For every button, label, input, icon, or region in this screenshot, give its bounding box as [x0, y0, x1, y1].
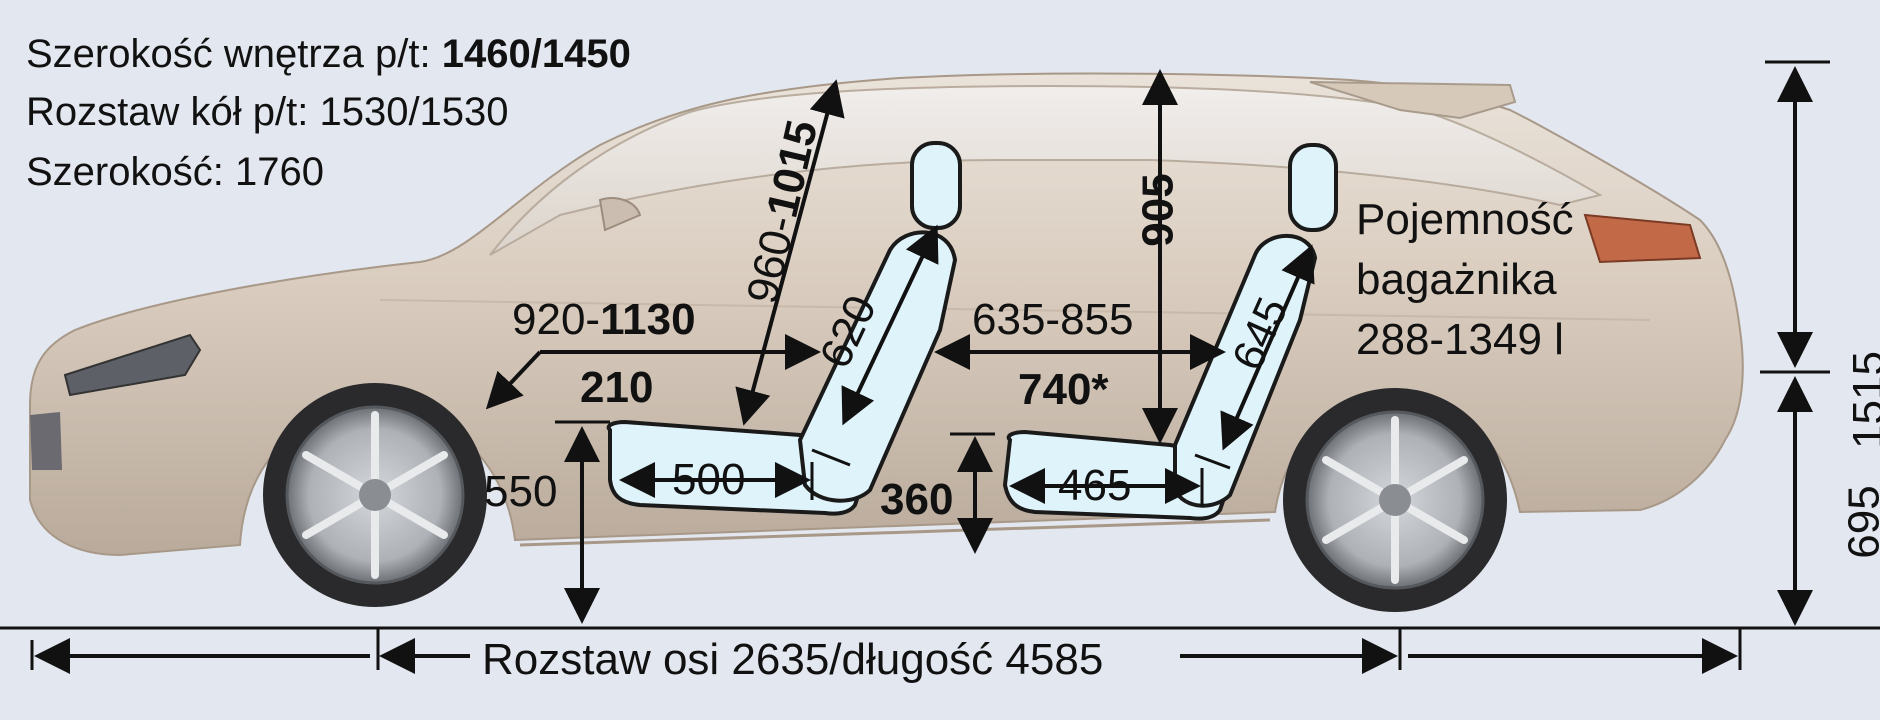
track-line: Rozstaw kół p/t: 1530/1530 — [26, 92, 509, 132]
front-legroom-min: 920- — [512, 295, 601, 344]
interior-width-line: Szerokość wnętrza p/t: 1460/1450 — [26, 34, 631, 74]
total-height: 1515 — [1843, 351, 1880, 449]
rear-cushion-length: 465 — [1058, 461, 1132, 510]
track-label: Rozstaw kół p/t: — [26, 90, 309, 134]
interior-width-label: Szerokość wnętrza p/t: — [26, 32, 431, 76]
rear-headroom: 905 — [1133, 173, 1183, 247]
front-wheel — [263, 383, 487, 607]
rear-legroom-range: 635-855 — [972, 295, 1134, 344]
width-label: Szerokość: — [26, 150, 224, 194]
trunk-line-2: bagażnika — [1356, 255, 1557, 304]
trunk-line-1: Pojemność — [1356, 195, 1574, 244]
rear-seat-height: 360 — [880, 475, 954, 524]
front-legroom-max: 1130 — [600, 295, 696, 344]
wheelbase-length-label: Rozstaw osi 2635/długość 4585 — [482, 635, 1104, 684]
trunk-capacity: 288-1349 l — [1356, 315, 1564, 364]
rear-wheel — [1283, 388, 1507, 612]
width-value: 1760 — [234, 150, 324, 194]
lower-height: 695 — [1839, 485, 1880, 559]
front-legroom-label: 920-1130 — [512, 298, 696, 342]
dimension-lines — [0, 60, 1880, 674]
front-step-height: 210 — [580, 363, 654, 412]
front-seat-height: 550 — [484, 467, 558, 516]
interior-width-value: 1460/1450 — [441, 32, 631, 76]
width-line: Szerokość: 1760 — [26, 152, 324, 192]
track-value: 1530/1530 — [319, 90, 509, 134]
front-cushion-length: 500 — [672, 455, 746, 504]
rear-legroom-value: 740* — [1018, 365, 1109, 414]
